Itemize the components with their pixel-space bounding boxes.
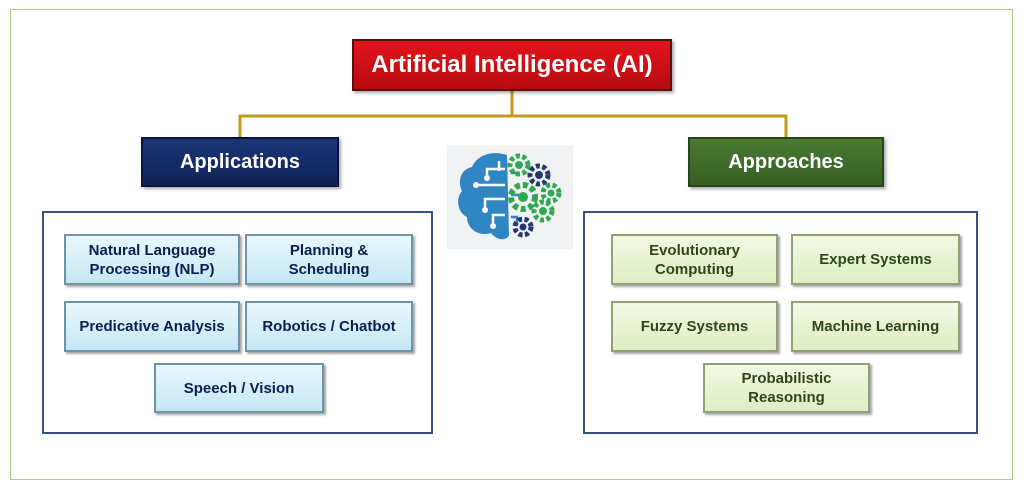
applications-item-robotics-chatbot: Robotics / Chatbot [245,301,413,352]
brain-gears-icon [447,145,573,249]
applications-item-speech-vision: Speech / Vision [154,363,324,413]
gear-green-top [507,153,531,177]
gear-navy-bottom [512,216,534,238]
circuit-lines [477,161,505,225]
applications-item-planning: Planning & Scheduling [245,234,413,285]
diagram-frame [10,9,1013,480]
approaches-item-fuzzy-systems: Fuzzy Systems [611,301,778,352]
approaches-node: Approaches [688,137,884,187]
root-node: Artificial Intelligence (AI) [352,39,672,91]
approaches-item-machine-learning: Machine Learning [791,301,960,352]
gear-green-right [540,182,562,204]
approaches-item-probabilistic-reasoning: Probabilistic Reasoning [703,363,870,413]
connector-root-to-approaches [512,114,788,137]
applications-panel: Natural Language Processing (NLP) Planni… [42,211,433,434]
gear-navy-top [527,163,551,187]
applications-node: Applications [141,137,339,187]
applications-item-nlp: Natural Language Processing (NLP) [64,234,240,285]
connector-root-to-applications [238,91,514,137]
brain-shape [458,153,509,240]
applications-item-predicative-analysis: Predicative Analysis [64,301,240,352]
gear-green-large [508,182,538,212]
gear-green-mid [531,199,555,223]
approaches-panel: Evolutionary Computing Expert Systems Fu… [583,211,978,434]
approaches-item-evolutionary-computing: Evolutionary Computing [611,234,778,285]
approaches-item-expert-systems: Expert Systems [791,234,960,285]
